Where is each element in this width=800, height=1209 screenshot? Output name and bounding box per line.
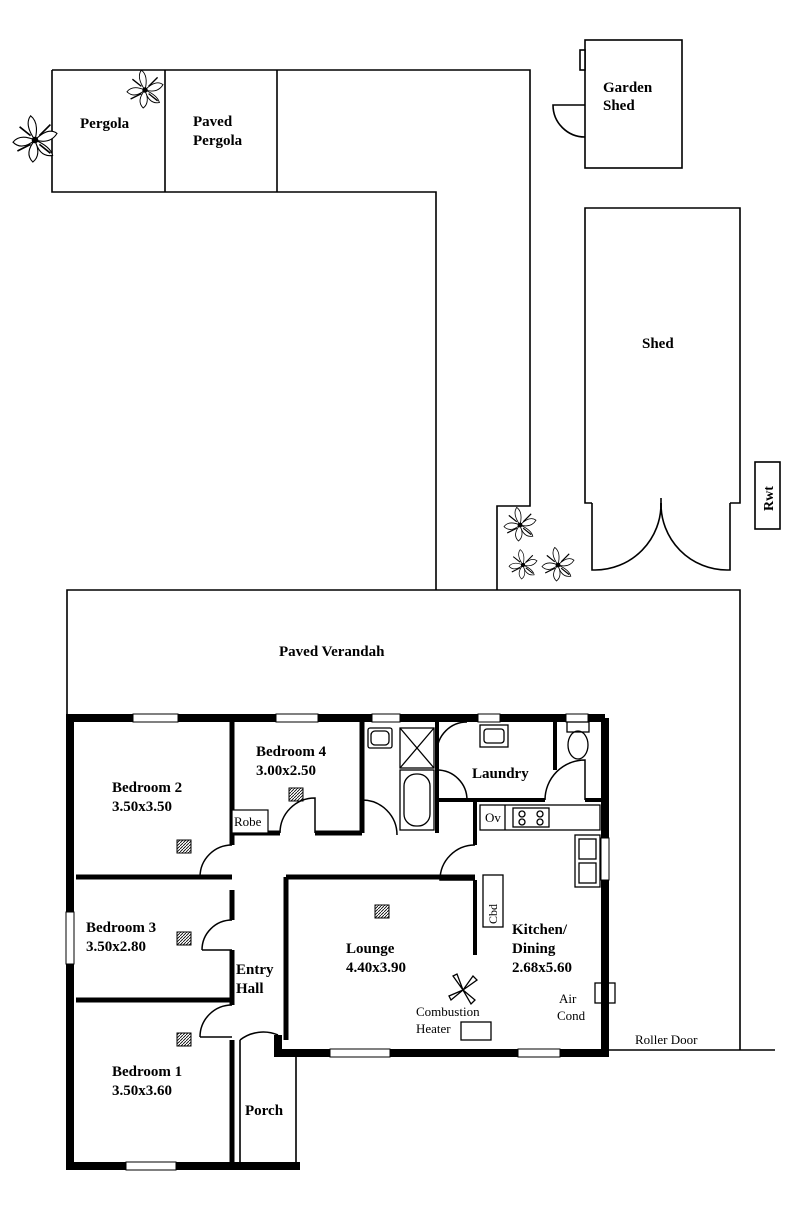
windows [65,713,610,1171]
label-cbd: Cbd [486,904,500,924]
label-rwt: Rwt [762,486,777,511]
label-laundry: Laundry [472,766,529,782]
label-bedroom2-size: 3.50x3.50 [112,799,172,815]
label-bedroom4-size: 3.00x2.50 [256,763,316,779]
label-bedroom1-size: 3.50x3.60 [112,1083,172,1099]
fan-icon [448,973,479,1006]
label-garden-shed-2: Shed [603,98,635,114]
label-air-1: Air [559,991,577,1006]
label-pergola: Pergola [80,116,130,132]
label-bedroom1-name: Bedroom 1 [112,1064,182,1080]
porch [239,1040,297,1167]
label-ov: Ov [485,810,501,825]
label-garden-shed-1: Garden [603,80,653,96]
label-shed: Shed [642,336,674,352]
outdoor-outline [51,69,775,1051]
label-lounge-name: Lounge [346,941,395,957]
label-entry-2: Hall [236,981,264,997]
label-bedroom3-name: Bedroom 3 [86,920,156,936]
label-lounge-size: 4.40x3.90 [346,960,406,976]
label-combustion-2: Heater [416,1021,451,1036]
hatch-boxes [176,787,390,1047]
label-paved-verandah: Paved Verandah [279,644,385,660]
fixtures [367,721,616,1041]
label-bedroom3-size: 3.50x2.80 [86,939,146,955]
label-kitchen-1: Kitchen/ [512,922,568,938]
label-porch: Porch [245,1103,284,1119]
label-kitchen-size: 2.68x5.60 [512,960,572,976]
robe [231,809,269,834]
plant-icon [12,69,575,582]
label-roller-door: Roller Door [635,1032,698,1047]
label-combustion-1: Combustion [416,1004,480,1019]
label-entry-1: Entry [236,962,274,978]
label-bedroom2-name: Bedroom 2 [112,780,182,796]
label-paved-pergola-2: Pergola [193,133,243,149]
label-paved-pergola-1: Paved [193,114,233,130]
label-air-2: Cond [557,1008,586,1023]
label-robe: Robe [234,814,262,829]
door-swings [199,721,586,1041]
label-kitchen-2: Dining [512,941,556,957]
shed [584,207,741,571]
rainwater-tank [754,461,781,530]
garden-shed [552,39,683,169]
label-bedroom4-name: Bedroom 4 [256,744,327,760]
